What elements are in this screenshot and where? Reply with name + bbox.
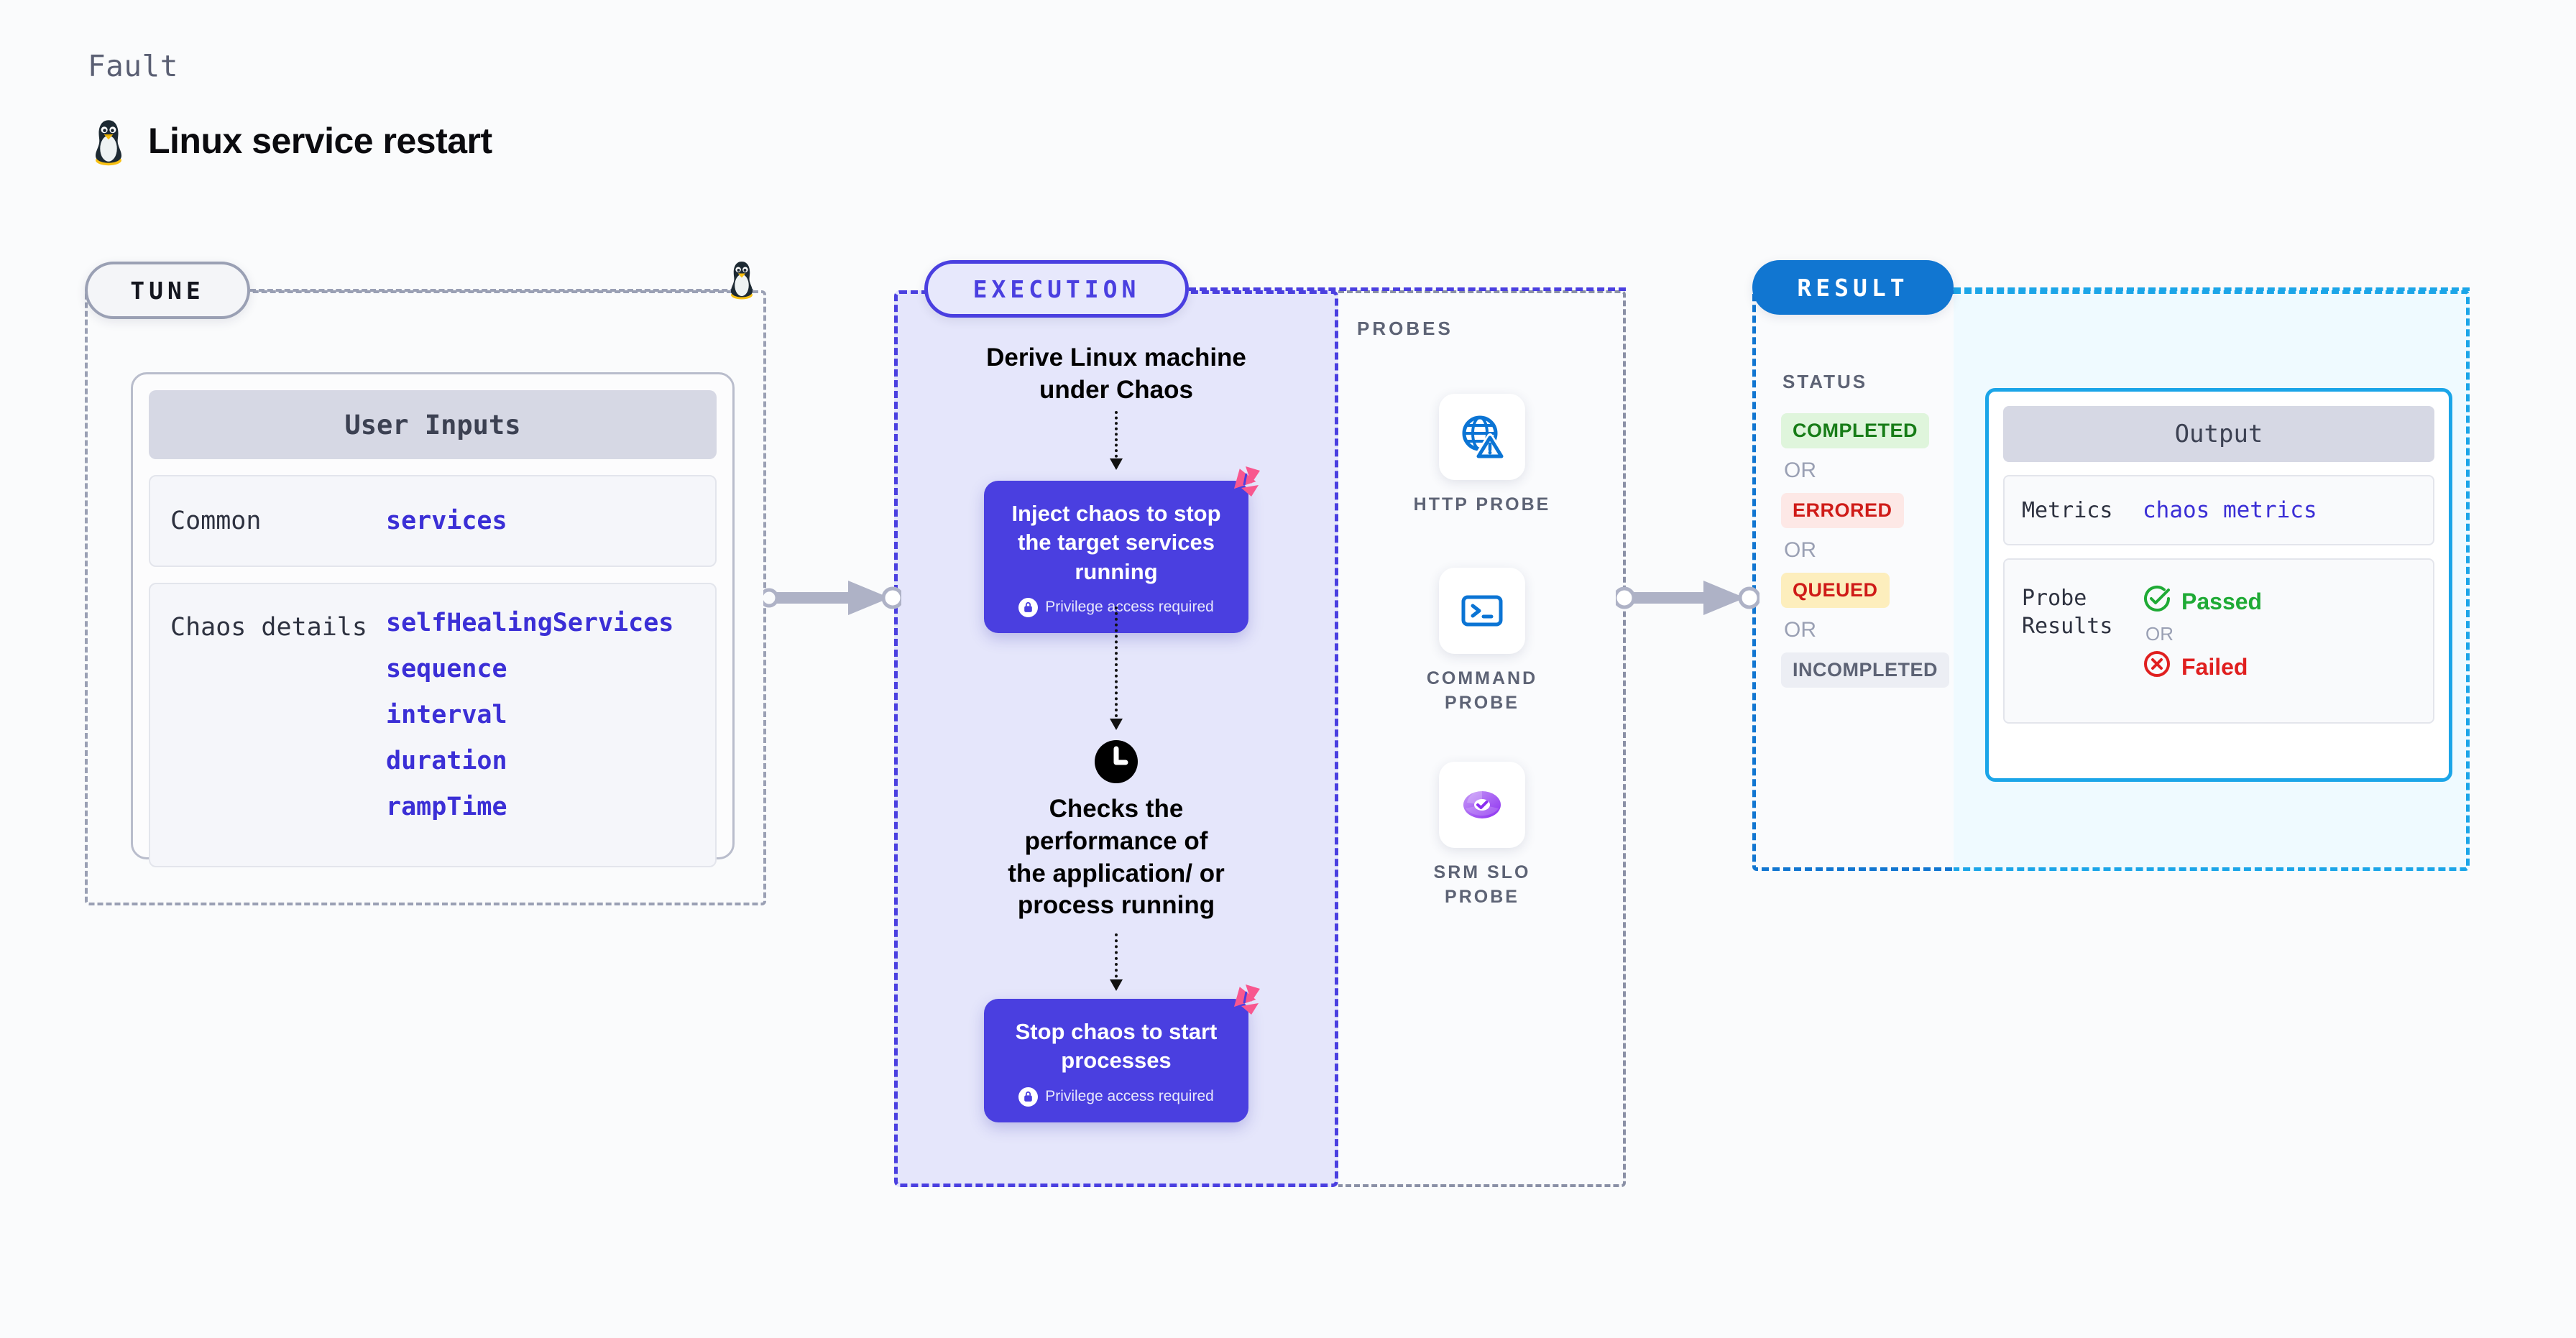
x-circle-icon <box>2143 650 2171 684</box>
row-key-common: Common <box>170 507 262 535</box>
output-card: Output Metrics chaos metrics Probe Resul… <box>1985 388 2452 782</box>
linux-tux-penguin-icon <box>88 115 129 167</box>
chaos-node-title: Stop chaos to start processes <box>1015 1019 1218 1074</box>
output-key-metrics: Metrics <box>2022 497 2113 523</box>
status-badge-errored: ERRORED <box>1781 493 1904 528</box>
user-input-row-chaos-details: Chaos details selfHealingServices sequen… <box>149 583 717 867</box>
globe-warning-icon <box>1439 394 1525 480</box>
probe-item-srm-slo[interactable]: SRM SLO PROBE <box>1410 762 1554 910</box>
clock-icon <box>1094 739 1138 784</box>
probes-section-label: PROBES <box>1357 318 1453 339</box>
input-param-sequence[interactable]: sequence <box>386 655 507 683</box>
lock-icon <box>1018 597 1039 617</box>
execution-stage-pill[interactable]: EXECUTION <box>924 260 1189 318</box>
flow-connector-1 <box>1110 411 1123 470</box>
output-value-chaos-metrics[interactable]: chaos metrics <box>2143 497 2317 523</box>
chaos-node-inject-chaos[interactable]: Inject chaos to stop the target services… <box>984 466 1260 633</box>
output-row-metrics: Metrics chaos metrics <box>2003 475 2434 545</box>
probe-label-command: COMMAND PROBE <box>1426 668 1538 713</box>
row-key-chaos-details: Chaos details <box>170 613 367 642</box>
lock-icon <box>1018 1086 1039 1107</box>
probe-item-command[interactable]: COMMAND PROBE <box>1410 568 1554 716</box>
chaos-node-stop-chaos[interactable]: Stop chaos to start processes Privilege … <box>984 984 1260 1122</box>
probe-label-http: HTTP PROBE <box>1413 494 1551 515</box>
probe-label-srm-slo: SRM SLO PROBE <box>1433 862 1531 907</box>
result-stage-pill[interactable]: RESULT <box>1752 260 1954 315</box>
probe-result-or: OR <box>2145 623 2174 645</box>
result-top-dashed-line <box>1954 287 2470 291</box>
status-badge-list: COMPLETED OR ERRORED OR QUEUED OR INCOMP… <box>1781 413 1950 688</box>
chaos-node-title: Inject chaos to stop the target services… <box>1011 501 1221 584</box>
output-row-probe-results: Probe Results Passed OR <box>2003 558 2434 724</box>
probes-to-result-arrow <box>1613 575 1761 624</box>
status-or-2: OR <box>1784 538 1816 562</box>
status-badge-queued: QUEUED <box>1781 573 1890 608</box>
input-param-selfhealingservices[interactable]: selfHealingServices <box>386 609 674 637</box>
privilege-note: Privilege access required <box>1001 1086 1231 1107</box>
output-key-probe-results: Probe Results <box>2022 586 2113 639</box>
tune-top-dashed-line <box>250 289 753 292</box>
page-title: Linux service restart <box>148 121 492 161</box>
status-badge-incompleted: INCOMPLETED <box>1781 652 1950 688</box>
privilege-note-text: Privilege access required <box>1045 599 1214 616</box>
flow-connector-2 <box>1110 606 1123 730</box>
probe-result-passed-label: Passed <box>2181 588 2263 614</box>
probe-result-passed: Passed <box>2143 584 2262 619</box>
status-or-1: OR <box>1784 458 1816 482</box>
slo-donut-check-icon <box>1439 762 1525 848</box>
litmus-chaos-icon <box>1227 463 1264 502</box>
fault-title-row: Linux service restart <box>88 115 492 167</box>
status-or-3: OR <box>1784 618 1816 642</box>
tune-to-execution-arrow <box>759 575 904 624</box>
privilege-note-text: Privilege access required <box>1045 1088 1214 1105</box>
user-inputs-title: User Inputs <box>149 390 717 459</box>
input-param-ramptime[interactable]: rampTime <box>386 793 507 821</box>
row-values-chaos-details: selfHealingServices sequence interval du… <box>386 609 673 821</box>
execution-top-dashed-line <box>1189 287 1626 291</box>
user-input-row-common: Common services <box>149 475 717 567</box>
row-values-common: services <box>386 507 507 535</box>
probe-result-failed-label: Failed <box>2181 653 2248 680</box>
terminal-prompt-icon <box>1439 568 1525 654</box>
output-title: Output <box>2003 406 2434 462</box>
litmus-chaos-icon <box>1227 982 1264 1020</box>
input-param-services[interactable]: services <box>386 507 507 535</box>
probe-result-options: Passed OR Failed <box>2143 584 2262 684</box>
user-inputs-card: User Inputs Common services Chaos detail… <box>131 372 735 867</box>
probe-result-failed: Failed <box>2143 650 2262 684</box>
fault-eyebrow-label: Fault <box>88 49 178 83</box>
probe-item-http[interactable]: HTTP PROBE <box>1410 394 1554 517</box>
flow-connector-3 <box>1110 933 1123 991</box>
status-badge-completed: COMPLETED <box>1781 413 1930 448</box>
check-circle-icon <box>2143 584 2171 619</box>
privilege-note: Privilege access required <box>1001 597 1231 617</box>
input-param-duration[interactable]: duration <box>386 747 507 775</box>
tune-stage-pill[interactable]: TUNE <box>85 262 250 319</box>
tune-linux-tux-penguin-icon <box>724 257 759 304</box>
input-param-interval[interactable]: interval <box>386 701 507 729</box>
status-section-label: STATUS <box>1782 371 1868 392</box>
